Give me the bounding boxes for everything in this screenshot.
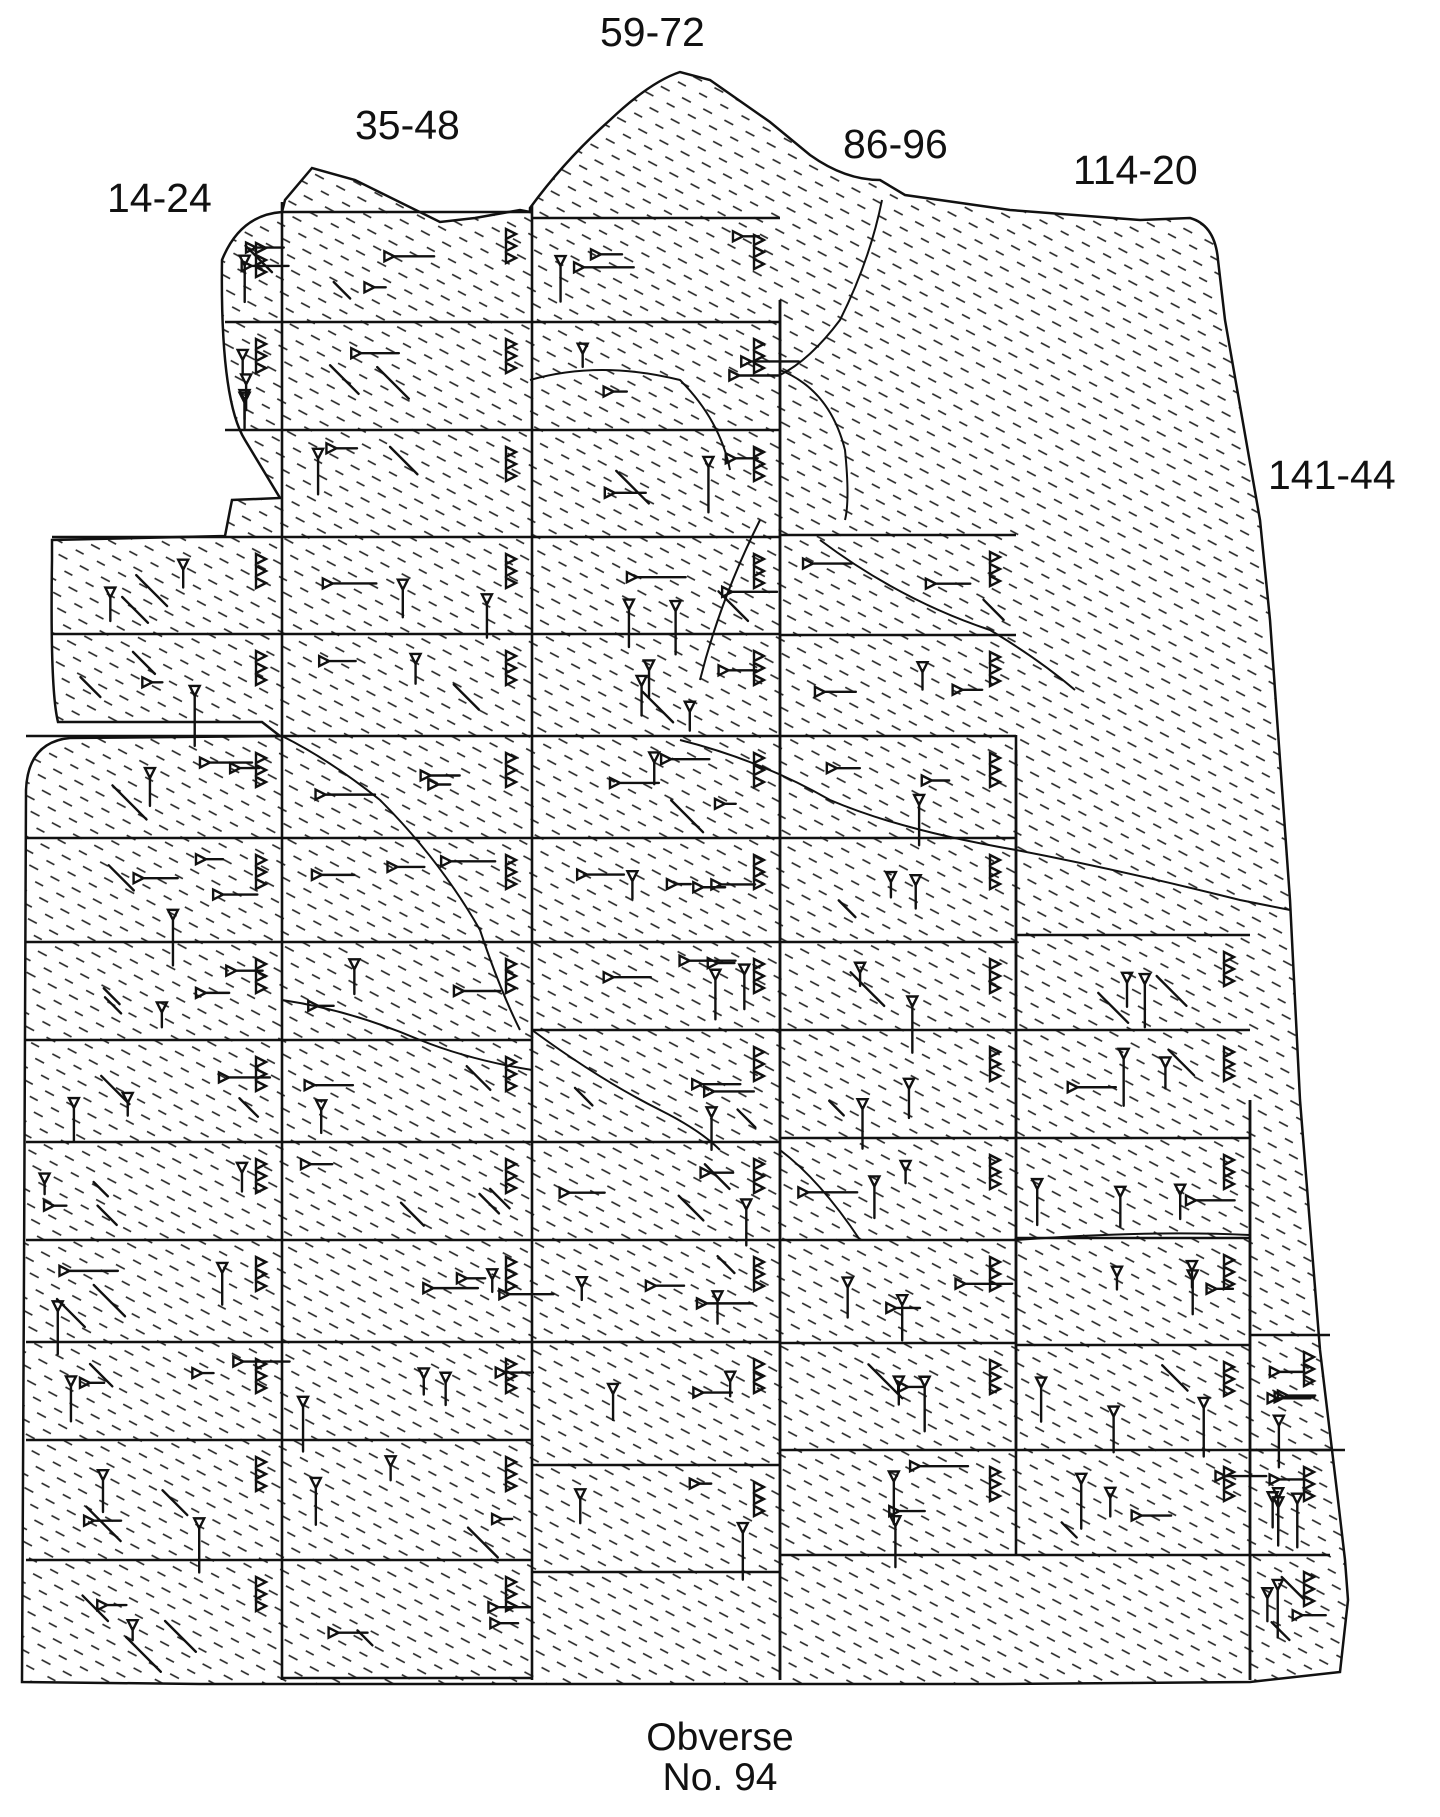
- column-label-3: 59-72: [600, 9, 705, 55]
- column-label-1: 14-24: [107, 175, 212, 221]
- column-label-6: 141-44: [1268, 452, 1396, 498]
- caption: Obverse No. 94: [0, 1718, 1440, 1798]
- column-label-2: 35-48: [355, 102, 460, 148]
- caption-side: Obverse: [646, 1716, 794, 1759]
- ruling-grid: [26, 202, 1345, 1680]
- column-label-5: 114-20: [1073, 147, 1198, 193]
- cuneiform-signs: [37, 227, 1327, 1673]
- column-label-4: 86-96: [843, 121, 948, 167]
- break-lines: [281, 199, 1291, 1241]
- caption-number: No. 94: [662, 1756, 778, 1799]
